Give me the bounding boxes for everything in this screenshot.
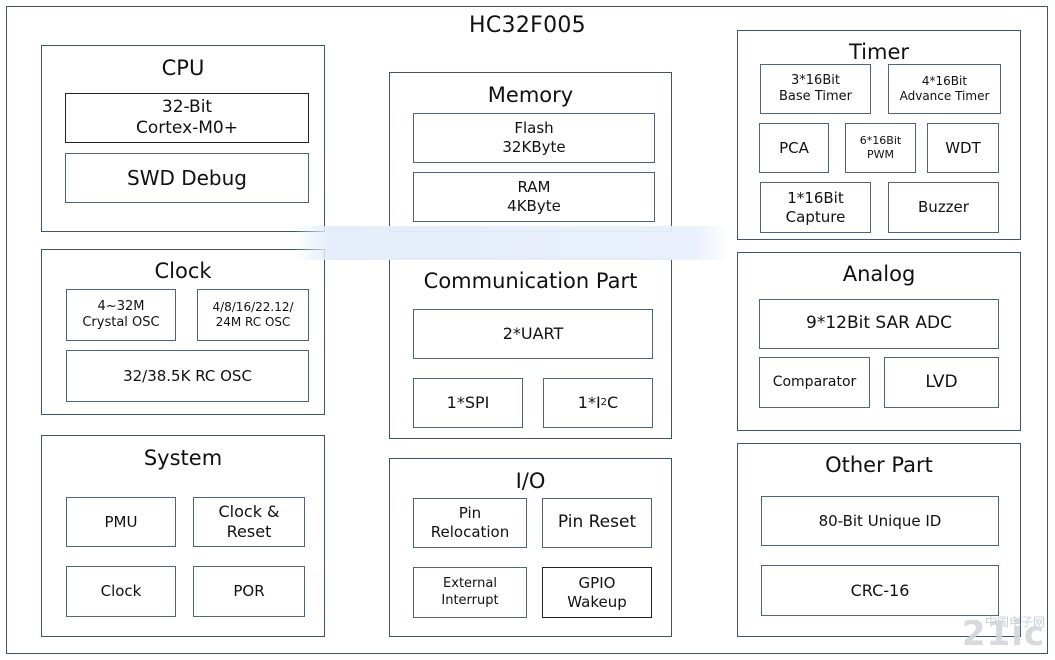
timer-group: Timer 3*16Bit Base Timer 4*16Bit Advance… [737,30,1021,240]
io-group: I/O Pin Relocation Pin Reset External In… [389,458,672,637]
i2c-suffix: C [607,393,619,412]
i2c-sup: 2 [600,396,608,408]
crystal-osc-box: 4~32M Crystal OSC [66,289,176,341]
watermark-sub: 中国电子网 [984,615,1045,629]
spi-box: 1*SPI [413,378,523,428]
clock-group: Clock 4~32M Crystal OSC 4/8/16/22.12/ 24… [41,249,325,415]
uart-box: 2*UART [413,309,653,359]
rc-osc-box: 4/8/16/22.12/ 24M RC OSC [197,289,309,341]
i2c-prefix: 1*I [577,393,601,412]
communication-title: Communication Part [423,269,638,293]
adc-box: 9*12Bit SAR ADC [759,299,999,349]
chip-title: HC32F005 [469,13,586,38]
external-interrupt-box: External Interrupt [413,567,527,618]
swd-debug-box: SWD Debug [65,153,309,203]
flash-box: Flash 32KByte [413,113,655,163]
ram-box: RAM 4KByte [413,172,655,222]
cpu-core-box: 32-Bit Cortex-M0+ [65,93,309,143]
por-box: POR [193,566,305,617]
pmu-box: PMU [66,497,176,547]
low-rc-osc-box: 32/38.5K RC OSC [66,350,309,402]
memory-group: Memory Flash 32KByte RAM 4KByte [389,72,672,232]
gpio-wakeup-box: GPIO Wakeup [542,567,652,618]
capture-box: 1*16Bit Capture [760,182,871,233]
pca-box: PCA [759,123,829,173]
cpu-title: CPU [161,56,205,80]
cpu-group: CPU 32-Bit Cortex-M0+ SWD Debug [41,45,325,232]
base-timer-box: 3*16Bit Base Timer [760,64,871,114]
crc-box: CRC-16 [761,565,999,616]
system-clock-box: Clock [66,566,176,617]
clock-title: Clock [154,259,212,283]
io-title: I/O [515,469,546,493]
lvd-box: LVD [884,357,999,408]
advance-timer-box: 4*16Bit Advance Timer [888,64,1001,114]
pin-reset-box: Pin Reset [542,498,652,548]
memory-title: Memory [487,83,574,107]
pin-relocation-box: Pin Relocation [413,498,527,548]
other-title: Other Part [825,453,933,477]
buzzer-box: Buzzer [888,182,999,233]
watermark-band [294,226,730,260]
unique-id-box: 80-Bit Unique ID [761,496,999,546]
other-group: Other Part 80-Bit Unique ID CRC-16 [737,443,1021,637]
system-group: System PMU Clock & Reset Clock POR [41,435,325,637]
analog-group: Analog 9*12Bit SAR ADC Comparator LVD [737,252,1021,431]
clock-reset-box: Clock & Reset [193,497,305,547]
wdt-box: WDT [927,123,999,173]
system-title: System [143,446,223,470]
watermark-logo: 21ic [961,614,1045,654]
analog-title: Analog [842,262,916,286]
pwm-box: 6*16Bit PWM [845,123,916,173]
comparator-box: Comparator [759,357,870,408]
timer-title: Timer [848,40,910,64]
